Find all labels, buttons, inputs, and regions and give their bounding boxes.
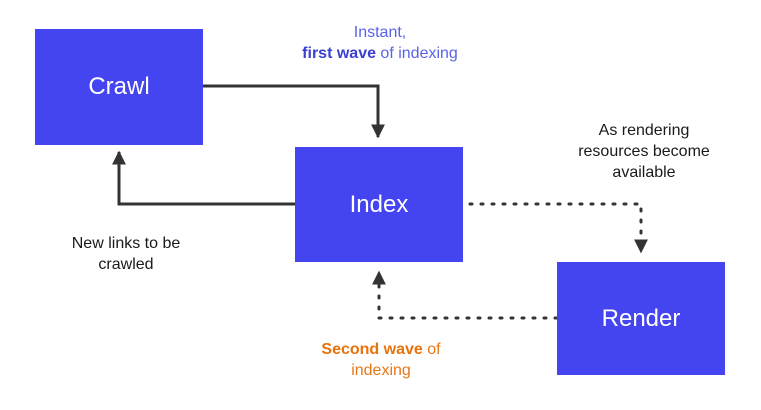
rendering-resources-annotation: As rendering resources become available — [542, 120, 746, 183]
new-links-line1: New links to be — [71, 235, 181, 252]
second-wave-rest: of — [422, 341, 441, 358]
index-to-crawl-arrow — [112, 150, 295, 206]
rendering-line2: resources become — [578, 143, 710, 160]
second-wave-line1: Second wave of — [283, 339, 479, 360]
crawl-box: Crawl — [35, 29, 203, 145]
index-box: Index — [295, 147, 463, 262]
rendering-line3: available — [612, 164, 676, 181]
rendering-line1: As rendering — [598, 122, 690, 139]
new-links-annotation: New links to be crawled — [40, 233, 212, 275]
first-wave-line1: Instant, — [353, 24, 407, 41]
render-box: Render — [557, 262, 725, 375]
crawl-to-index-arrow — [203, 84, 385, 139]
index-label: Index — [349, 190, 409, 218]
second-wave-bold: Second wave — [321, 341, 423, 358]
first-wave-bold: first wave — [302, 45, 376, 62]
render-label: Render — [601, 304, 681, 332]
first-wave-line2: first wave of indexing — [265, 43, 495, 64]
first-wave-annotation: Instant, first wave of indexing — [265, 22, 495, 64]
crawl-label: Crawl — [88, 73, 150, 100]
second-wave-line2: indexing — [351, 362, 411, 379]
render-to-index-arrow — [372, 270, 559, 320]
second-wave-annotation: Second wave of indexing — [283, 339, 479, 381]
index-to-render-arrow — [468, 202, 648, 254]
new-links-line2: crawled — [98, 256, 154, 273]
first-wave-rest: of indexing — [375, 45, 458, 62]
